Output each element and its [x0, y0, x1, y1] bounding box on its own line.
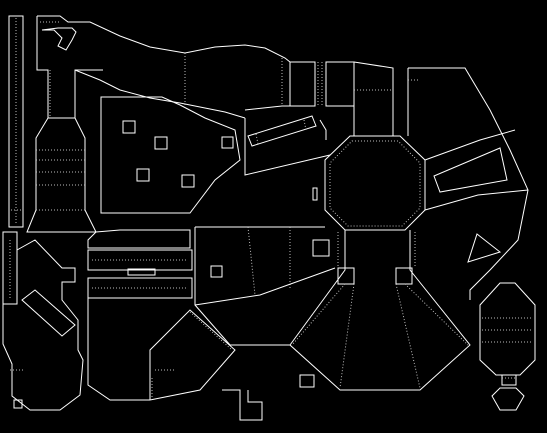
- pillar-3: [136, 168, 150, 182]
- east-hall: [407, 67, 529, 300]
- west-corridor: [8, 15, 24, 228]
- mid-rooms: [194, 226, 336, 346]
- west-stair-tower: [26, 117, 97, 233]
- east-capsule-room: [479, 282, 536, 411]
- pillar-room: [100, 96, 241, 214]
- central-pipe: [244, 115, 331, 176]
- central-octagon: [312, 135, 426, 231]
- west-lower-column: [2, 231, 84, 411]
- southwest-corridors: [87, 229, 193, 401]
- northwest-entry: [36, 15, 291, 119]
- pillar-1: [122, 120, 136, 134]
- southwest-plaza: [149, 309, 315, 421]
- pillar-2: [154, 136, 168, 150]
- pillar-4: [181, 174, 195, 188]
- south-fan-room: [289, 230, 471, 391]
- pillar-5: [221, 136, 234, 149]
